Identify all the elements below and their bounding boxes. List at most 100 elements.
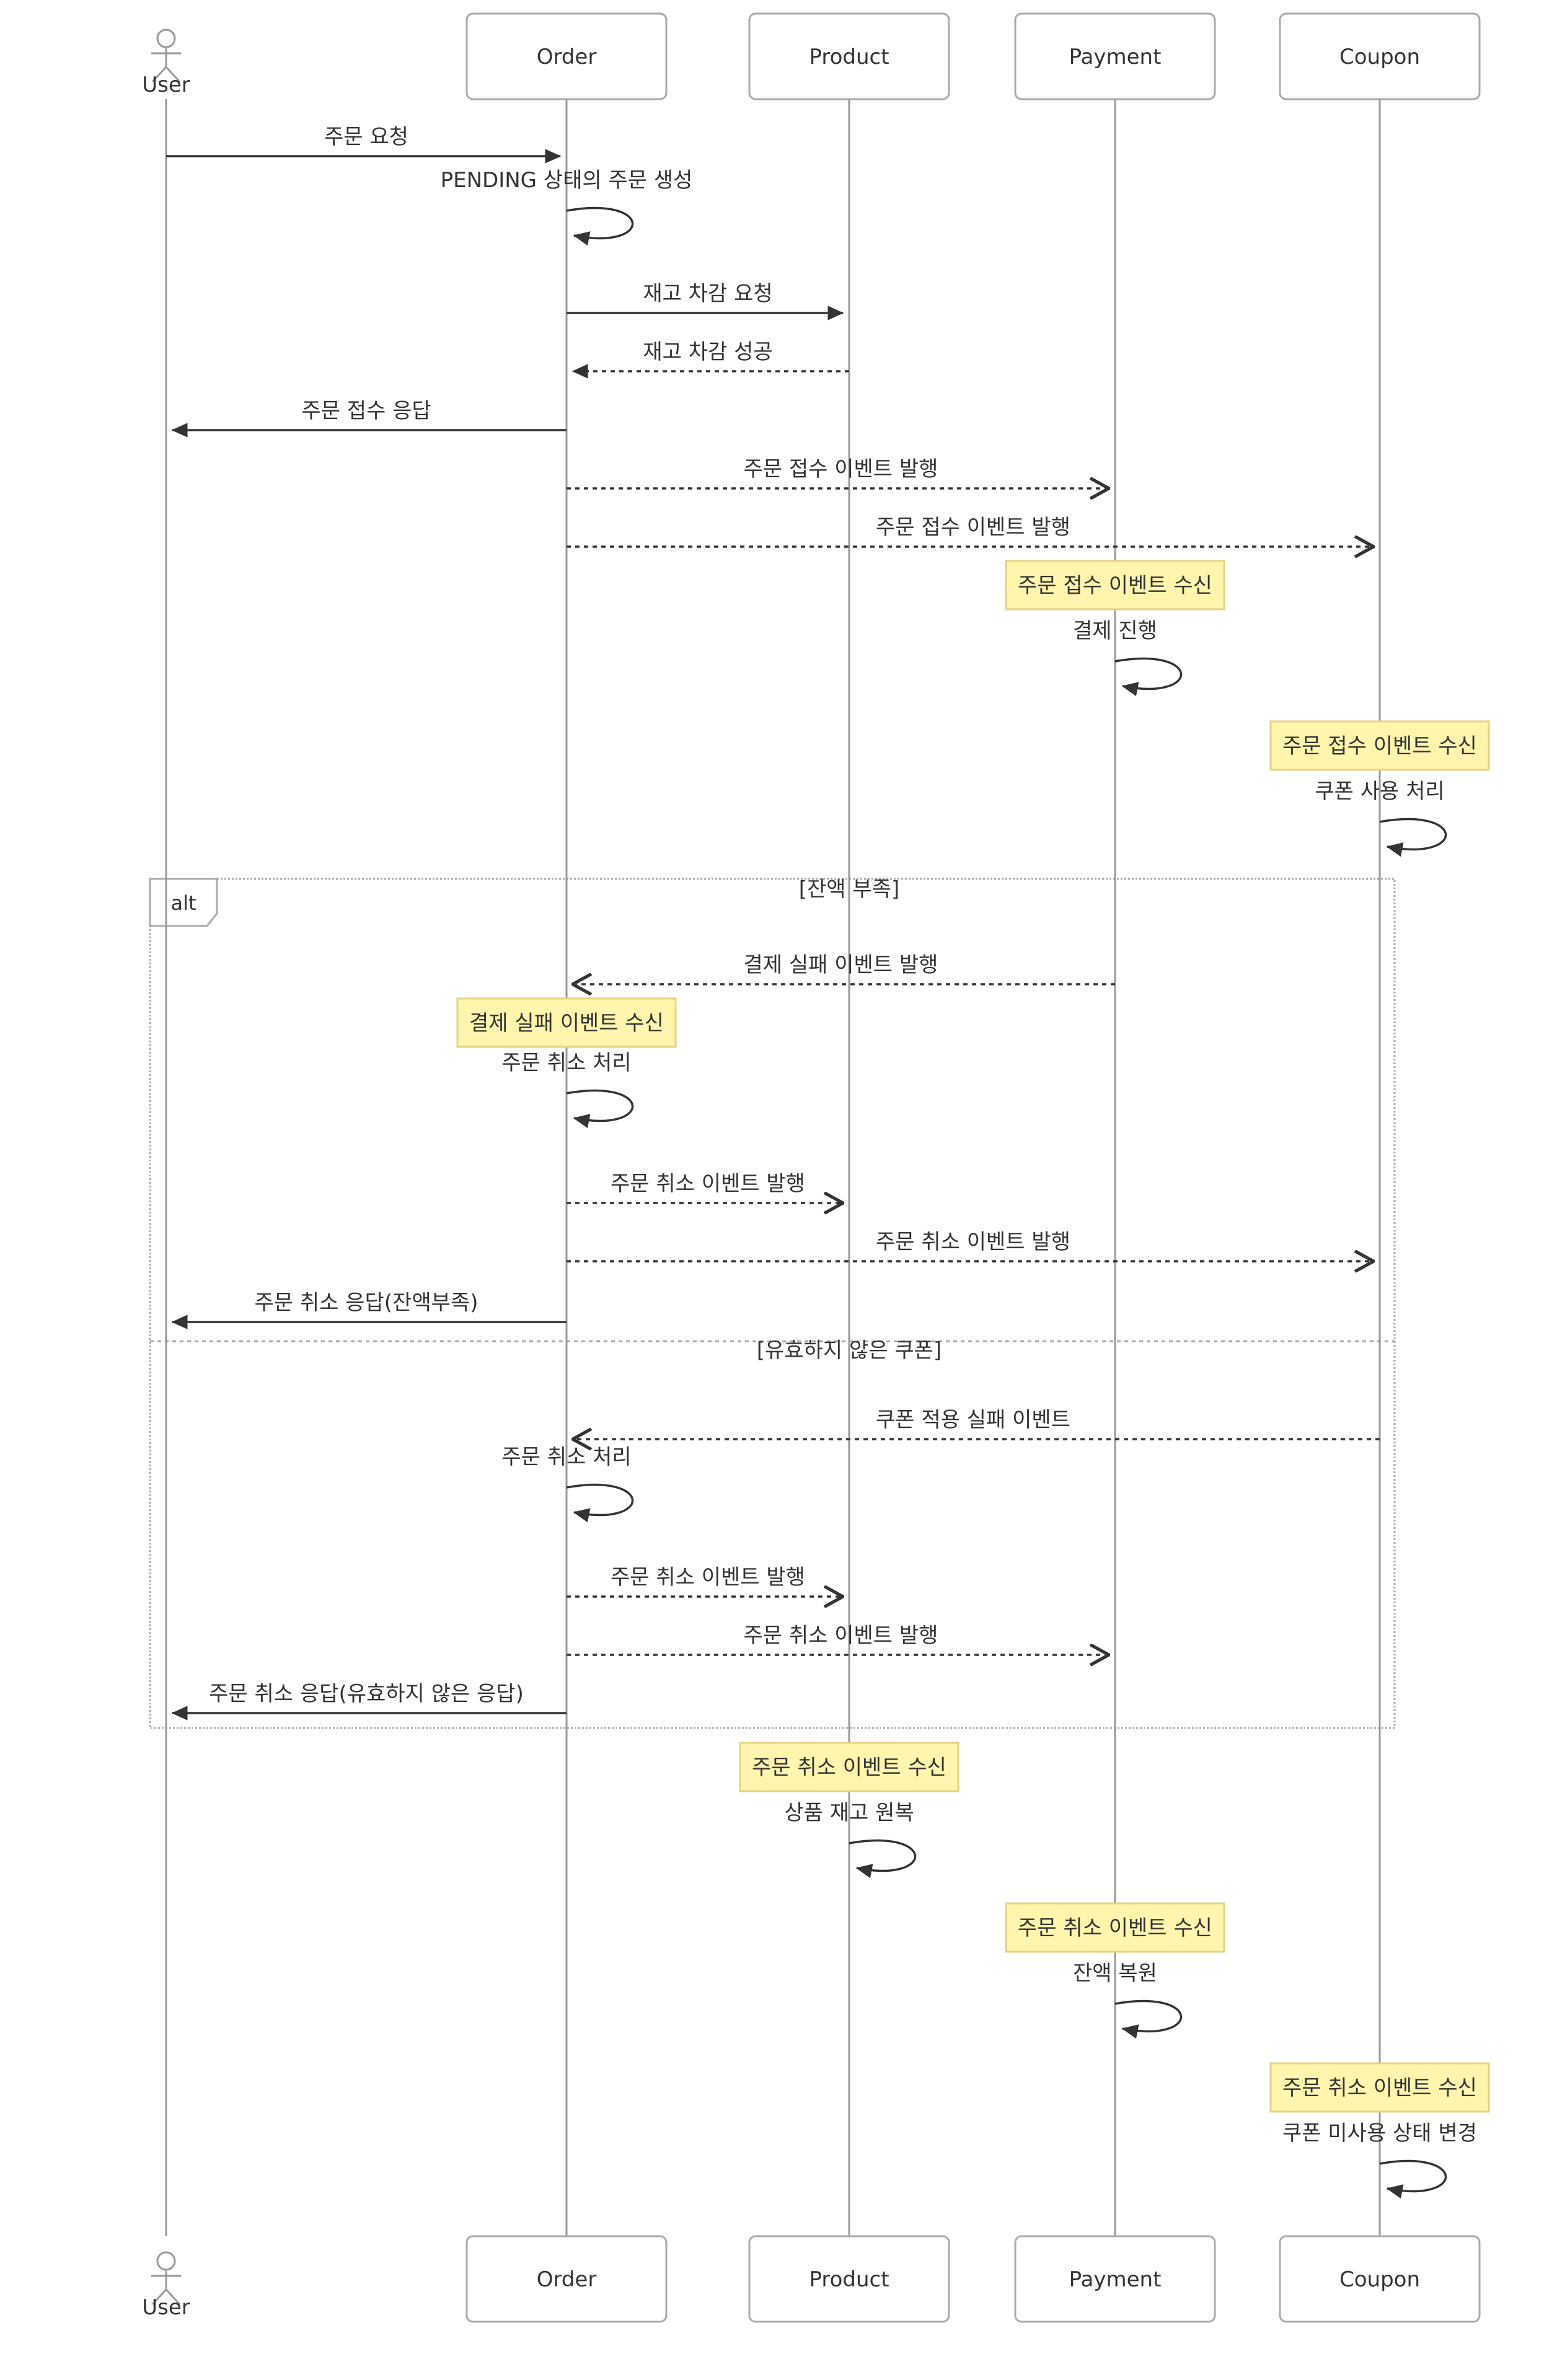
participant-user: User — [142, 29, 190, 97]
participant-coupon: Coupon — [1279, 12, 1481, 100]
self-arrow — [849, 1839, 917, 1879]
note: 주문 접수 이벤트 수신 — [1005, 560, 1225, 610]
self-message-label: PENDING 상태의 주문 생성 — [441, 168, 693, 193]
note-box — [456, 997, 677, 1048]
message-label: 결제 실패 이벤트 발행 — [744, 953, 938, 977]
note-box — [1005, 560, 1225, 610]
message-label: 주문 접수 응답 — [301, 399, 431, 423]
message: 주문 취소 이벤트 발행 — [567, 1171, 843, 1203]
note: 주문 접수 이벤트 수신 — [1269, 720, 1490, 771]
alt-frame — [149, 878, 1396, 1729]
participant-box — [1279, 12, 1481, 100]
self-message-label: 주문 취소 처리 — [501, 1051, 631, 1075]
self-message: 상품 재고 원복 — [784, 1800, 917, 1879]
participant-label: Product — [809, 45, 889, 69]
message: 주문 취소 이벤트 발행 — [567, 1565, 843, 1597]
message-label: 주문 취소 응답(유효하지 않은 응답) — [209, 1681, 524, 1706]
participant-box — [748, 2235, 950, 2323]
participant-user: User — [142, 2251, 190, 2320]
participant-coupon: Coupon — [1279, 2235, 1481, 2323]
self-message: 쿠폰 사용 처리 — [1315, 779, 1447, 857]
note-box — [1269, 2062, 1490, 2113]
self-message: PENDING 상태의 주문 생성 — [441, 168, 693, 246]
actor-icon — [151, 2251, 181, 2306]
message: 주문 접수 이벤트 발행 — [567, 457, 1109, 488]
self-message-label: 쿠폰 미사용 상태 변경 — [1282, 2121, 1477, 2146]
participant-order: Order — [465, 12, 668, 100]
message: 재고 차감 요청 — [567, 281, 844, 320]
self-message: 결제 진행 — [1073, 619, 1183, 697]
participant-box — [1014, 2235, 1216, 2323]
self-arrow — [1379, 2159, 1447, 2199]
note-box — [1269, 720, 1490, 771]
self-arrow — [1114, 1999, 1183, 2039]
message-label: 주문 요청 — [324, 125, 408, 149]
message-label: 주문 취소 응답(잔액부족) — [255, 1290, 479, 1315]
note-box — [739, 1742, 959, 1792]
participant-product: Product — [748, 2235, 950, 2323]
message: 재고 차감 성공 — [571, 340, 849, 379]
note: 주문 취소 이벤트 수신 — [1269, 2062, 1490, 2113]
self-message: 주문 취소 처리 — [501, 1445, 634, 1523]
actor-icon — [151, 29, 181, 83]
note-label: 주문 취소 이벤트 수신 — [1018, 1916, 1212, 1941]
participant-box — [748, 12, 950, 100]
self-message-label: 잔액 복원 — [1073, 1961, 1157, 1986]
message-label: 주문 취소 이벤트 발행 — [744, 1623, 938, 1648]
message-label: 쿠폰 적용 실패 이벤트 — [876, 1408, 1070, 1432]
participant-box — [1014, 12, 1216, 100]
message-label: 주문 접수 이벤트 발행 — [744, 457, 938, 482]
self-arrow — [1114, 657, 1183, 697]
note: 결제 실패 이벤트 수신 — [456, 997, 677, 1048]
message-label: 주문 취소 이벤트 발행 — [611, 1171, 805, 1196]
note-label: 주문 접수 이벤트 수신 — [1282, 734, 1477, 759]
participant-label: Payment — [1069, 45, 1162, 69]
self-message-label: 상품 재고 원복 — [784, 1800, 914, 1825]
participant-payment: Payment — [1014, 12, 1216, 100]
lifelines-layer — [165, 99, 1381, 2236]
note-label: 주문 접수 이벤트 수신 — [1018, 573, 1212, 598]
message: 주문 접수 응답 — [171, 399, 567, 438]
message-label: 주문 접수 이벤트 발행 — [876, 515, 1070, 540]
message: 쿠폰 적용 실패 이벤트 — [573, 1408, 1380, 1439]
self-message-label: 쿠폰 사용 처리 — [1315, 779, 1444, 804]
participant-label: User — [142, 2295, 190, 2320]
note-box — [1005, 1902, 1225, 1953]
participant-label: Order — [537, 2267, 597, 2292]
participants-layer: UserUserOrderOrderProductProductPaymentP… — [142, 12, 1481, 2323]
self-message-label: 결제 진행 — [1073, 619, 1157, 643]
message: 주문 요청 — [166, 125, 562, 164]
alt-keyword: alt — [170, 891, 196, 915]
self-message: 주문 취소 처리 — [501, 1051, 634, 1129]
participant-label: Coupon — [1339, 2267, 1420, 2292]
participant-product: Product — [748, 12, 950, 100]
participant-box — [465, 2235, 668, 2323]
message-label: 재고 차감 성공 — [643, 340, 772, 364]
message-label: 주문 취소 이벤트 발행 — [876, 1230, 1070, 1254]
self-arrow — [566, 1483, 634, 1523]
message: 주문 취소 응답(유효하지 않은 응답) — [171, 1681, 567, 1721]
message: 주문 취소 이벤트 발행 — [567, 1230, 1374, 1261]
participant-label: Payment — [1069, 2267, 1162, 2292]
self-arrow — [566, 206, 634, 246]
note-label: 주문 취소 이벤트 수신 — [1282, 2076, 1477, 2100]
participant-label: User — [142, 73, 190, 97]
participant-box — [465, 12, 668, 100]
message: 주문 취소 이벤트 발행 — [567, 1623, 1109, 1655]
message-label: 주문 취소 이벤트 발행 — [611, 1565, 805, 1590]
self-arrow — [566, 1089, 634, 1129]
self-arrow — [1379, 818, 1447, 857]
message-label: 재고 차감 요청 — [643, 281, 772, 306]
self-message-label: 주문 취소 처리 — [501, 1445, 631, 1470]
note: 주문 취소 이벤트 수신 — [1005, 1902, 1225, 1953]
self-message: 쿠폰 미사용 상태 변경 — [1282, 2121, 1477, 2199]
note-label: 결제 실패 이벤트 수신 — [469, 1011, 664, 1036]
note-label: 주문 취소 이벤트 수신 — [752, 1755, 946, 1780]
participant-box — [1279, 2235, 1481, 2323]
message: 결제 실패 이벤트 발행 — [573, 953, 1115, 984]
note: 주문 취소 이벤트 수신 — [739, 1742, 959, 1792]
self-message: 잔액 복원 — [1073, 1961, 1183, 2039]
participant-label: Coupon — [1339, 45, 1420, 69]
message: 주문 접수 이벤트 발행 — [567, 515, 1374, 547]
